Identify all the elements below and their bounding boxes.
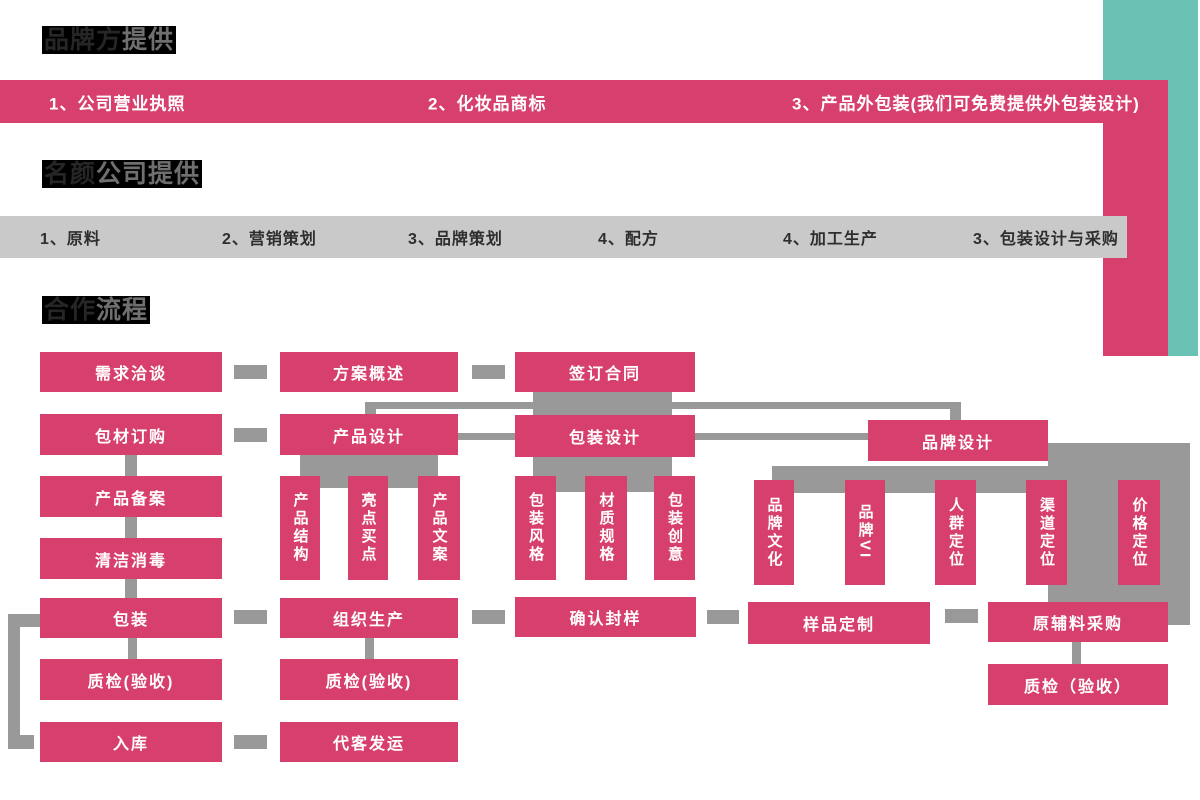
heading-dark-text: 品牌方	[44, 26, 123, 54]
flow-node-package-idea: 包装创意	[654, 476, 695, 580]
flow-node-product-structure: 产品结构	[280, 476, 320, 580]
connector	[1072, 642, 1081, 664]
section-heading-brand-provide: 品牌方提供	[42, 26, 177, 54]
brand-bar-item-2: 2、化妆品商标	[428, 94, 547, 113]
flow-node-brand-design: 品牌设计	[868, 420, 1048, 461]
flow-node-packaging: 包装	[40, 598, 222, 638]
flow-node-price-positioning: 价格定位	[1118, 480, 1160, 585]
connector	[707, 610, 739, 624]
company-bar-item-1: 1、原料	[40, 231, 101, 248]
flow-node-raw-material-purchase: 原辅料采购	[988, 602, 1168, 642]
connector-band-brand-design	[772, 466, 1062, 493]
connector-loop-bottom	[8, 735, 34, 749]
connector	[125, 517, 137, 538]
connector	[128, 638, 137, 659]
flow-node-material-order: 包材订购	[40, 414, 222, 455]
section-heading-cooperation-flow: 合作流程	[42, 296, 151, 324]
company-bar-item-6: 3、包装设计与采购	[973, 231, 1119, 248]
connector-line-top	[370, 402, 961, 409]
flow-node-organize-production: 组织生产	[280, 598, 458, 638]
flow-node-confirm-sample: 确认封样	[515, 597, 696, 637]
connector	[234, 365, 267, 379]
connector-stub-brand-design	[950, 402, 961, 421]
flow-node-crowd-positioning: 人群定位	[935, 480, 976, 585]
connector-line-package-brand	[695, 433, 868, 440]
flow-node-package-design: 包装设计	[515, 415, 695, 457]
company-bar-item-5: 4、加工生产	[783, 231, 878, 248]
company-bar-item-3: 3、品牌策划	[408, 231, 503, 248]
connector	[125, 579, 137, 598]
connector	[125, 455, 137, 476]
flow-node-warehousing: 入库	[40, 722, 222, 762]
flow-node-product-design: 产品设计	[280, 414, 458, 455]
flow-node-product-filing: 产品备案	[40, 476, 222, 517]
flow-node-qc-accept-1: 质检(验收)	[40, 659, 222, 700]
flow-node-channel-positioning: 渠道定位	[1026, 480, 1067, 585]
brand-bar-item-3: 3、产品外包装(我们可免费提供外包装设计)	[792, 94, 1140, 113]
section-heading-company-provide: 名颜公司提供	[42, 160, 203, 188]
flow-node-brand-vi: 品牌VI	[845, 480, 885, 585]
connector	[945, 609, 978, 623]
flow-node-qc-accept-2: 质检(验收)	[280, 659, 458, 700]
flow-node-product-copy: 产品文案	[418, 476, 460, 580]
heading-light-text: 公司提供	[96, 160, 201, 188]
company-provide-bar: 1、原料 2、营销策划 3、品牌策划 4、配方 4、加工生产 3、包装设计与采购	[0, 216, 1127, 258]
heading-light-text: 流程	[96, 296, 149, 324]
connector	[365, 638, 374, 659]
flow-node-brand-culture: 品牌文化	[754, 480, 794, 585]
flow-node-selling-point: 亮点买点	[348, 476, 388, 580]
connector-loop-vertical	[8, 614, 20, 749]
flow-node-material-spec: 材质规格	[585, 476, 627, 580]
flow-node-plan-overview: 方案概述	[280, 352, 458, 392]
flow-node-sign-contract: 签订合同	[515, 352, 695, 392]
connector-line-product-package	[458, 433, 515, 440]
flow-node-qc-accept-3: 质检（验收）	[988, 664, 1168, 705]
company-bar-item-2: 2、营销策划	[222, 231, 317, 248]
heading-light-text: 提供	[122, 26, 175, 54]
company-bar-item-4: 4、配方	[598, 231, 659, 248]
heading-dark-text: 名颜	[44, 160, 97, 188]
connector	[234, 428, 267, 442]
flow-node-package-style: 包装风格	[515, 476, 556, 580]
connector	[472, 365, 505, 379]
brand-provide-bar: 1、公司营业执照 2、化妆品商标 3、产品外包装(我们可免费提供外包装设计)	[0, 80, 1168, 123]
heading-dark-text: 合作	[44, 296, 97, 324]
connector	[472, 610, 505, 624]
flow-node-sample-custom: 样品定制	[748, 602, 930, 644]
connector-stub-product-design	[365, 402, 376, 415]
connector	[234, 610, 267, 624]
connector	[234, 735, 267, 749]
flow-node-cleaning: 清洁消毒	[40, 538, 222, 579]
brand-bar-item-1: 1、公司营业执照	[49, 94, 186, 113]
flow-node-customer-shipping: 代客发运	[280, 722, 458, 762]
flow-node-demand-talk: 需求洽谈	[40, 352, 222, 392]
